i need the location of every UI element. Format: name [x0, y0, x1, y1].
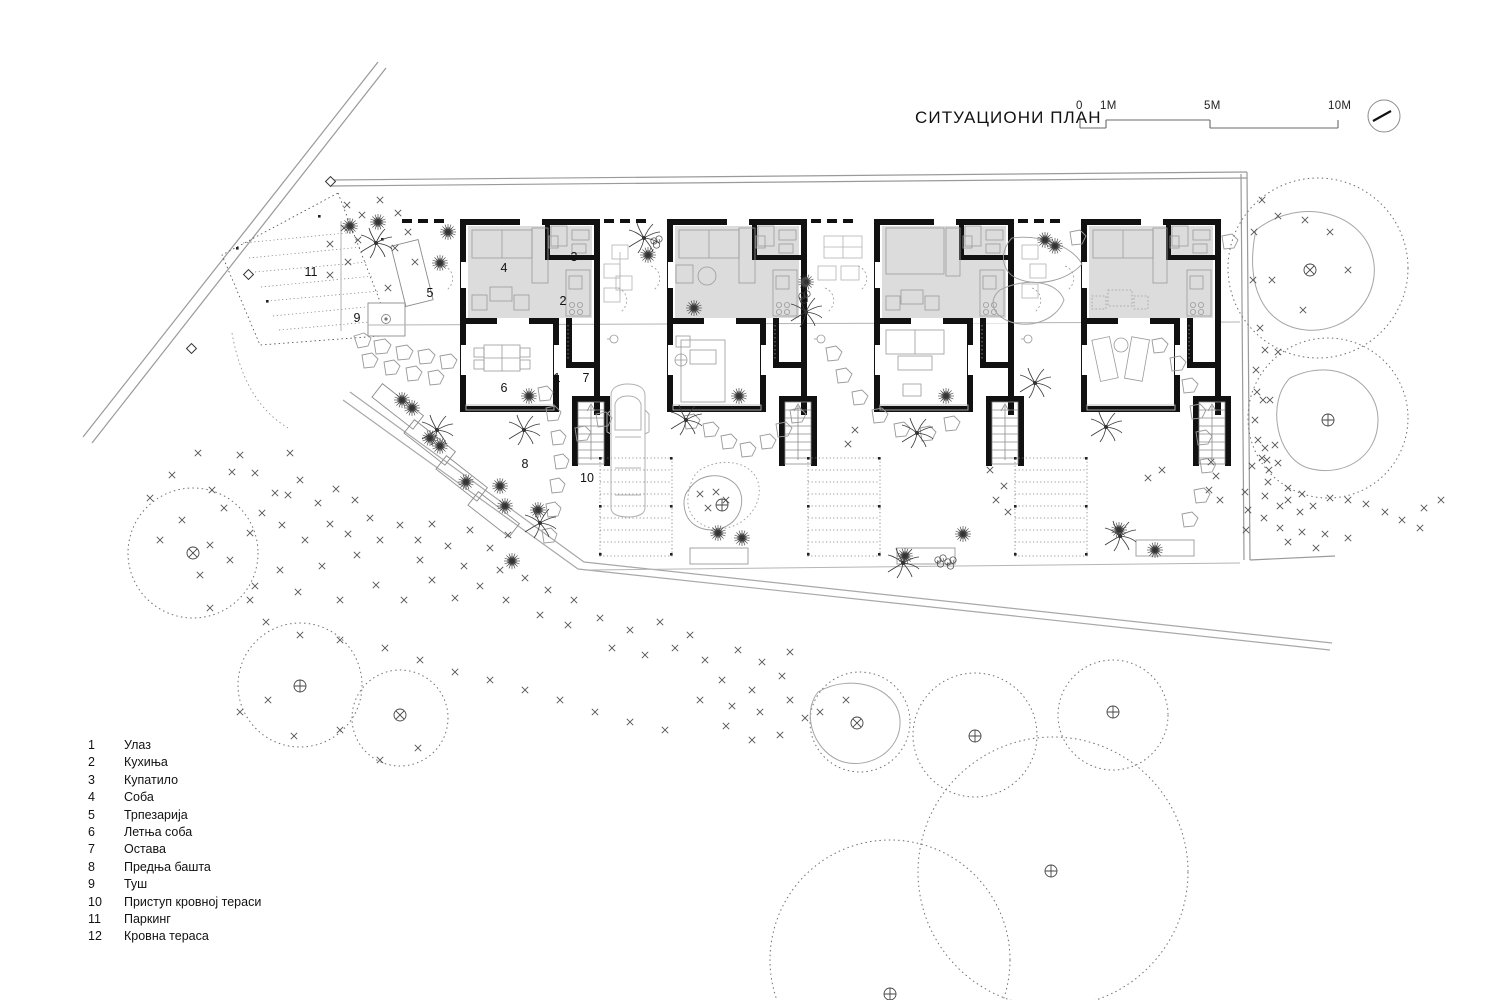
roof-stair-3 [986, 396, 1024, 466]
scale-tick-10m: 10M [1328, 100, 1352, 112]
legend-item: 2 Кухиња [88, 755, 261, 772]
legend-number: 4 [88, 790, 95, 805]
legend-label: Паркинг [124, 911, 171, 926]
dining-furniture-5 [390, 238, 434, 308]
legend-item: 11 Паркинг [88, 912, 261, 929]
legend-item: 4 Соба [88, 790, 261, 807]
plan-room-number: 11 [304, 265, 318, 279]
plan-room-number: 5 [426, 286, 434, 300]
plan-room-number: 6 [500, 381, 508, 395]
house-units [402, 219, 1231, 466]
legend-label: Купатило [124, 772, 179, 787]
legend-number: 11 [88, 911, 101, 926]
roof-stair-2 [779, 396, 817, 466]
legend-number: 6 [88, 824, 95, 839]
legend: 1 Улаз 2 Кухиња 3 Купатило 4 Соба 5 Трпезариј… [88, 738, 261, 947]
house-unit-2 [667, 219, 853, 466]
legend-item: 3 Купатило [88, 773, 261, 790]
legend-number: 8 [88, 859, 95, 874]
legend-number: 3 [88, 772, 95, 787]
plan-room-number: 3 [570, 250, 578, 264]
legend-item: 10 Приступ кровној тераси [88, 895, 261, 912]
plan-room-number: 1 [553, 371, 561, 385]
house-unit-1 [402, 219, 646, 466]
plan-room-number: 10 [580, 471, 594, 485]
legend-label: Улаз [124, 738, 151, 752]
house-unit-4 [1081, 219, 1231, 466]
legend-label: Трпезарија [124, 807, 188, 822]
scale-tick-5m: 5M [1204, 100, 1221, 112]
legend-number: 12 [88, 929, 102, 944]
legend-label: Предња башта [124, 859, 211, 874]
shower-9 [367, 302, 406, 337]
legend-label: Кухиња [124, 755, 168, 770]
scale-bar-graphic [1079, 119, 1339, 129]
roof-stair-4 [1193, 396, 1231, 466]
legend-item: 12 Кровна тераса [88, 929, 261, 946]
scale-tick-0: 0 [1076, 100, 1083, 112]
legend-number: 2 [88, 755, 95, 770]
road-lines [342, 391, 1333, 651]
legend-label: Летња соба [124, 824, 193, 839]
tree-outlines [809, 211, 1379, 764]
legend-label: Туш [124, 877, 148, 892]
roof-stair-1 [572, 396, 610, 466]
page-title: СИТУАЦИОНИ ПЛАН [915, 108, 1102, 127]
courtyard-furniture [603, 235, 1047, 303]
legend-number: 9 [88, 877, 95, 892]
legend-number: 5 [88, 807, 95, 822]
parked-car [606, 383, 650, 518]
legend-item: 7 Остава [88, 842, 261, 859]
north-arrow-icon [1367, 99, 1401, 133]
garden-tap [607, 334, 1033, 344]
tree-canopies [127, 177, 1409, 1000]
legend-number: 1 [88, 738, 95, 752]
plan-room-number: 9 [353, 311, 361, 325]
garden-hatch-plots [599, 457, 1088, 557]
legend-item: 6 Летња соба [88, 825, 261, 842]
legend-item: 1 Улаз [88, 738, 261, 755]
legend-item: 5 Трпезарија [88, 808, 261, 825]
legend-label: Кровна тераса [124, 929, 209, 944]
plan-room-number: 8 [521, 457, 529, 471]
scale-tick-1m: 1M [1100, 100, 1117, 112]
legend-label: Остава [124, 842, 166, 857]
scale-bar: 0 1M 5M 10M [1076, 100, 1351, 130]
boundary-markers [185, 175, 337, 355]
plan-room-number: 2 [559, 294, 567, 308]
plan-room-number: 4 [500, 261, 508, 275]
legend-number: 7 [88, 842, 95, 857]
legend-item: 8 Предња башта [88, 860, 261, 877]
plan-room-number: 7 [582, 371, 590, 385]
legend-label: Приступ кровној тераси [124, 894, 262, 909]
legend-item: 9 Туш [88, 877, 261, 894]
site-boundary [82, 61, 1336, 561]
legend-number: 10 [88, 894, 102, 909]
legend-label: Соба [124, 790, 154, 805]
house-unit-3 [874, 219, 1060, 466]
door-swings [443, 265, 1075, 313]
